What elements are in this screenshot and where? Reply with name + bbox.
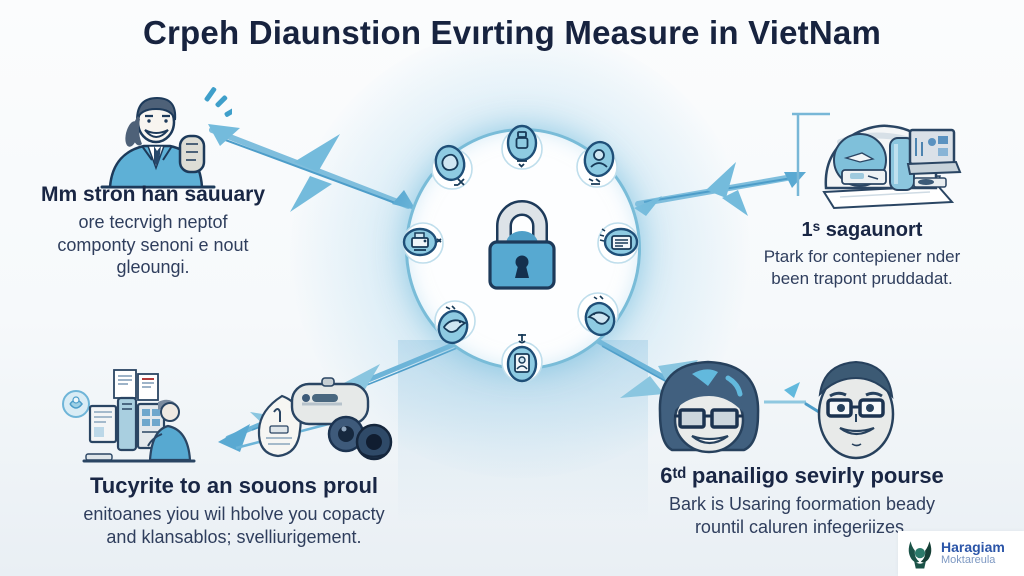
- plane-arrow-top-right-icon: [634, 162, 806, 216]
- hub-badge-hand-icon: [431, 144, 473, 190]
- section-bottom-left-line-1: enitoanes yiou wil hbolve you copacty: [83, 504, 385, 524]
- logo-subtitle: Moktareula: [941, 554, 996, 567]
- hub-badge-id-card-icon: [597, 222, 639, 264]
- logo-text: Haragiam Moktareula: [941, 540, 1005, 566]
- section-top-left-line-2: componty senoni e nout: [57, 234, 249, 255]
- hub-badge-bird-icon: [434, 300, 476, 345]
- section-top-left-line-1: ore tecrvigh neptof: [78, 212, 228, 232]
- section-bottom-right-line-2: rountil caluren infegeriizes.: [694, 516, 910, 537]
- hub-badge-printer-icon: [402, 222, 444, 264]
- logo-name: Haragiam: [941, 539, 1005, 556]
- section-bottom-left-heading: Tucyrite to an souons proul: [89, 473, 379, 498]
- section-bottom-left-line-2: and klansablos; svelliurigement.: [106, 526, 362, 547]
- hub-badge-jar-icon: [501, 124, 543, 170]
- section-bottom-left: Tucyrite to an souons proul enitoanes yi…: [33, 473, 435, 548]
- plane-arrow-top-left-icon: [208, 124, 416, 212]
- illustration-analyst-desk: [62, 369, 196, 463]
- section-top-right-heading: 1ˢ sagaunort: [801, 219, 923, 241]
- section-top-right: 1ˢ sagaunort Ptark for contepiener nder …: [733, 219, 991, 290]
- section-top-left: Mm stron han sauuary ore tecrvigh neptof…: [0, 183, 306, 279]
- illustration-surveillance-camera: [257, 377, 393, 461]
- section-bottom-right: 6ᵗᵈ panailigo sevirly pourse Bark is Usa…: [613, 463, 991, 538]
- section-bottom-right-line-1: Bark is Usaring foormation beady: [668, 494, 936, 514]
- section-top-right-line-2: been trapont pruddadat.: [771, 269, 953, 289]
- section-top-right-line-1: Ptark for contepiener nder: [763, 247, 961, 266]
- hub-badge-bird-2-icon: [577, 292, 619, 337]
- illustration-spokesman: [100, 87, 232, 189]
- padlock-icon: [488, 200, 556, 290]
- section-top-left-heading: Mm stron han sauuary: [40, 183, 266, 206]
- logo-mark-icon: [908, 540, 932, 568]
- hub-badge-user-icon: [501, 334, 543, 383]
- page-title: Crpeh Diaunstion Evırting Measure in Vie…: [142, 14, 881, 51]
- illustration-scanner-desk: [792, 112, 962, 210]
- section-bottom-right-heading: 6ᵗᵈ panailigo sevirly pourse: [660, 463, 944, 488]
- section-top-left-line-3: gleoungi.: [116, 257, 190, 277]
- hub-badge-person-icon: [576, 140, 618, 188]
- illustration-two-people: [658, 360, 895, 460]
- brand-logo: Haragiam Moktareula: [898, 531, 1024, 576]
